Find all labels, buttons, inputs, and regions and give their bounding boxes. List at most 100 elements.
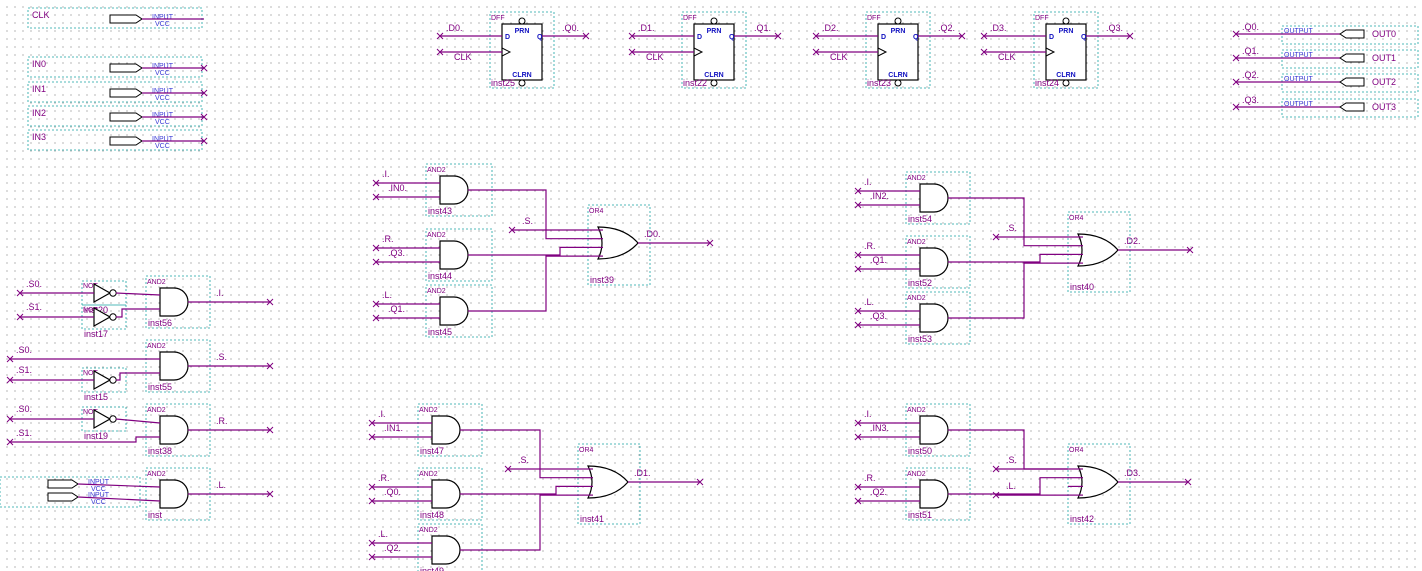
net-label: .R. [216,416,228,426]
pin-default-label: VCC [155,70,170,77]
net-label: .Q1. [1242,46,1259,56]
instance-label: inst49 [420,566,444,571]
pin-type-label: OUTPUT [1284,101,1314,108]
no-connect-mark [992,233,1000,241]
net-label: .S0. [26,279,42,289]
wire [460,494,578,551]
not-gate-body [93,282,112,304]
no-connect-mark [812,32,820,40]
no-connect-mark [368,483,376,491]
d-pin-label: D [697,34,702,41]
no-connect-mark [372,258,380,266]
gate-type-label: AND2 [427,232,446,239]
no-connect-mark [368,553,376,561]
net-label: .L. [378,529,388,539]
wire [468,255,588,312]
no-connect-mark [368,539,376,547]
no-connect-mark [1232,30,1240,38]
symbol-boundary [27,56,203,78]
net-label: .S. [1006,223,1017,233]
net-label: .S0. [16,404,32,414]
net-label: .R. [864,241,876,251]
dff-body [693,23,735,81]
symbol-boundary [587,204,651,286]
gate-type-label: AND2 [907,175,926,182]
no-connect-mark [200,113,208,121]
dff-body [501,23,543,81]
instance-label: inst [148,510,163,520]
wire [115,292,161,296]
wire [115,418,161,424]
dff-body [877,23,919,81]
mux-inst42: OR4inst42.S..D3..L.AND2inst50.I..IN3.AND… [854,403,1192,525]
and-gate-body [919,479,949,509]
pin-name: IN3 [32,132,46,142]
net-label: .L. [1006,481,1016,491]
gate-type-label: AND2 [427,167,446,174]
net-label: .S0. [16,345,32,355]
gate-type-label: DFF [1035,15,1049,22]
q-pin-label: Q [537,34,543,41]
symbol-boundary [1281,49,1419,69]
net-label: .I. [864,177,872,187]
inversion-bubble [109,289,117,297]
net-label: .D1. [634,468,651,478]
symbol-boundary [0,476,141,508]
no-connect-mark [266,298,274,306]
gate-type-label: NOT [83,283,99,290]
pin-type-label: INPUT [152,14,174,21]
instance-label: inst15 [84,392,108,402]
net-label: .D0. [644,229,661,239]
instance-label: inst44 [428,271,452,281]
no-connect-mark [854,497,862,505]
preset-bubble [1062,17,1070,25]
clock-triangle [877,47,888,57]
symbol-boundary [489,11,555,89]
pin-name: OUT1 [1372,53,1396,63]
gate-type-label: OR4 [1069,447,1084,454]
instance-label: inst53 [908,334,932,344]
net-label: .Q1. [388,304,405,314]
instance-label: inst22 [683,78,707,88]
and-gate-body [431,535,461,565]
inversion-bubble [109,313,117,321]
pin-name: IN1 [32,84,46,94]
gate-type-label: DFF [683,15,697,22]
no-connect-mark [812,48,820,56]
symbol-boundary [1281,73,1419,93]
net-label: .I. [864,409,872,419]
gate-type-label: AND2 [147,471,166,478]
net-label: .L. [864,297,874,307]
gate-type-label: OR4 [1069,215,1084,222]
and-gate-body [159,287,189,317]
no-connect-mark [508,226,516,234]
net-label: .IN3. [870,423,889,433]
no-connect-mark [266,490,274,498]
net-label: .Q3. [1106,23,1123,33]
symbol-boundary [577,443,641,525]
mux-inst41: OR4inst41.S..D1.AND2inst47.I..IN1.AND2in… [368,403,704,571]
and-gate-body [159,479,189,509]
pin-type-label: OUTPUT [1284,28,1314,35]
mux-inst40: OR4inst40.S..D2.AND2inst54.I..IN2.AND2in… [854,171,1194,345]
d-pin-label: D [1049,34,1054,41]
not-gate-body [93,408,112,430]
input-pin-symbol [109,88,143,98]
pin-default-label: VCC [155,21,170,28]
output-pin-symbol [1339,29,1365,39]
no-connect-mark [6,438,14,446]
gate-type-label: OR4 [579,447,594,454]
no-connect-mark [368,419,376,427]
preset-bubble [710,17,718,25]
wire [948,262,1068,319]
output-pin-symbol [1339,53,1365,63]
and-gate-body [431,415,461,445]
net-label: .S. [518,455,529,465]
